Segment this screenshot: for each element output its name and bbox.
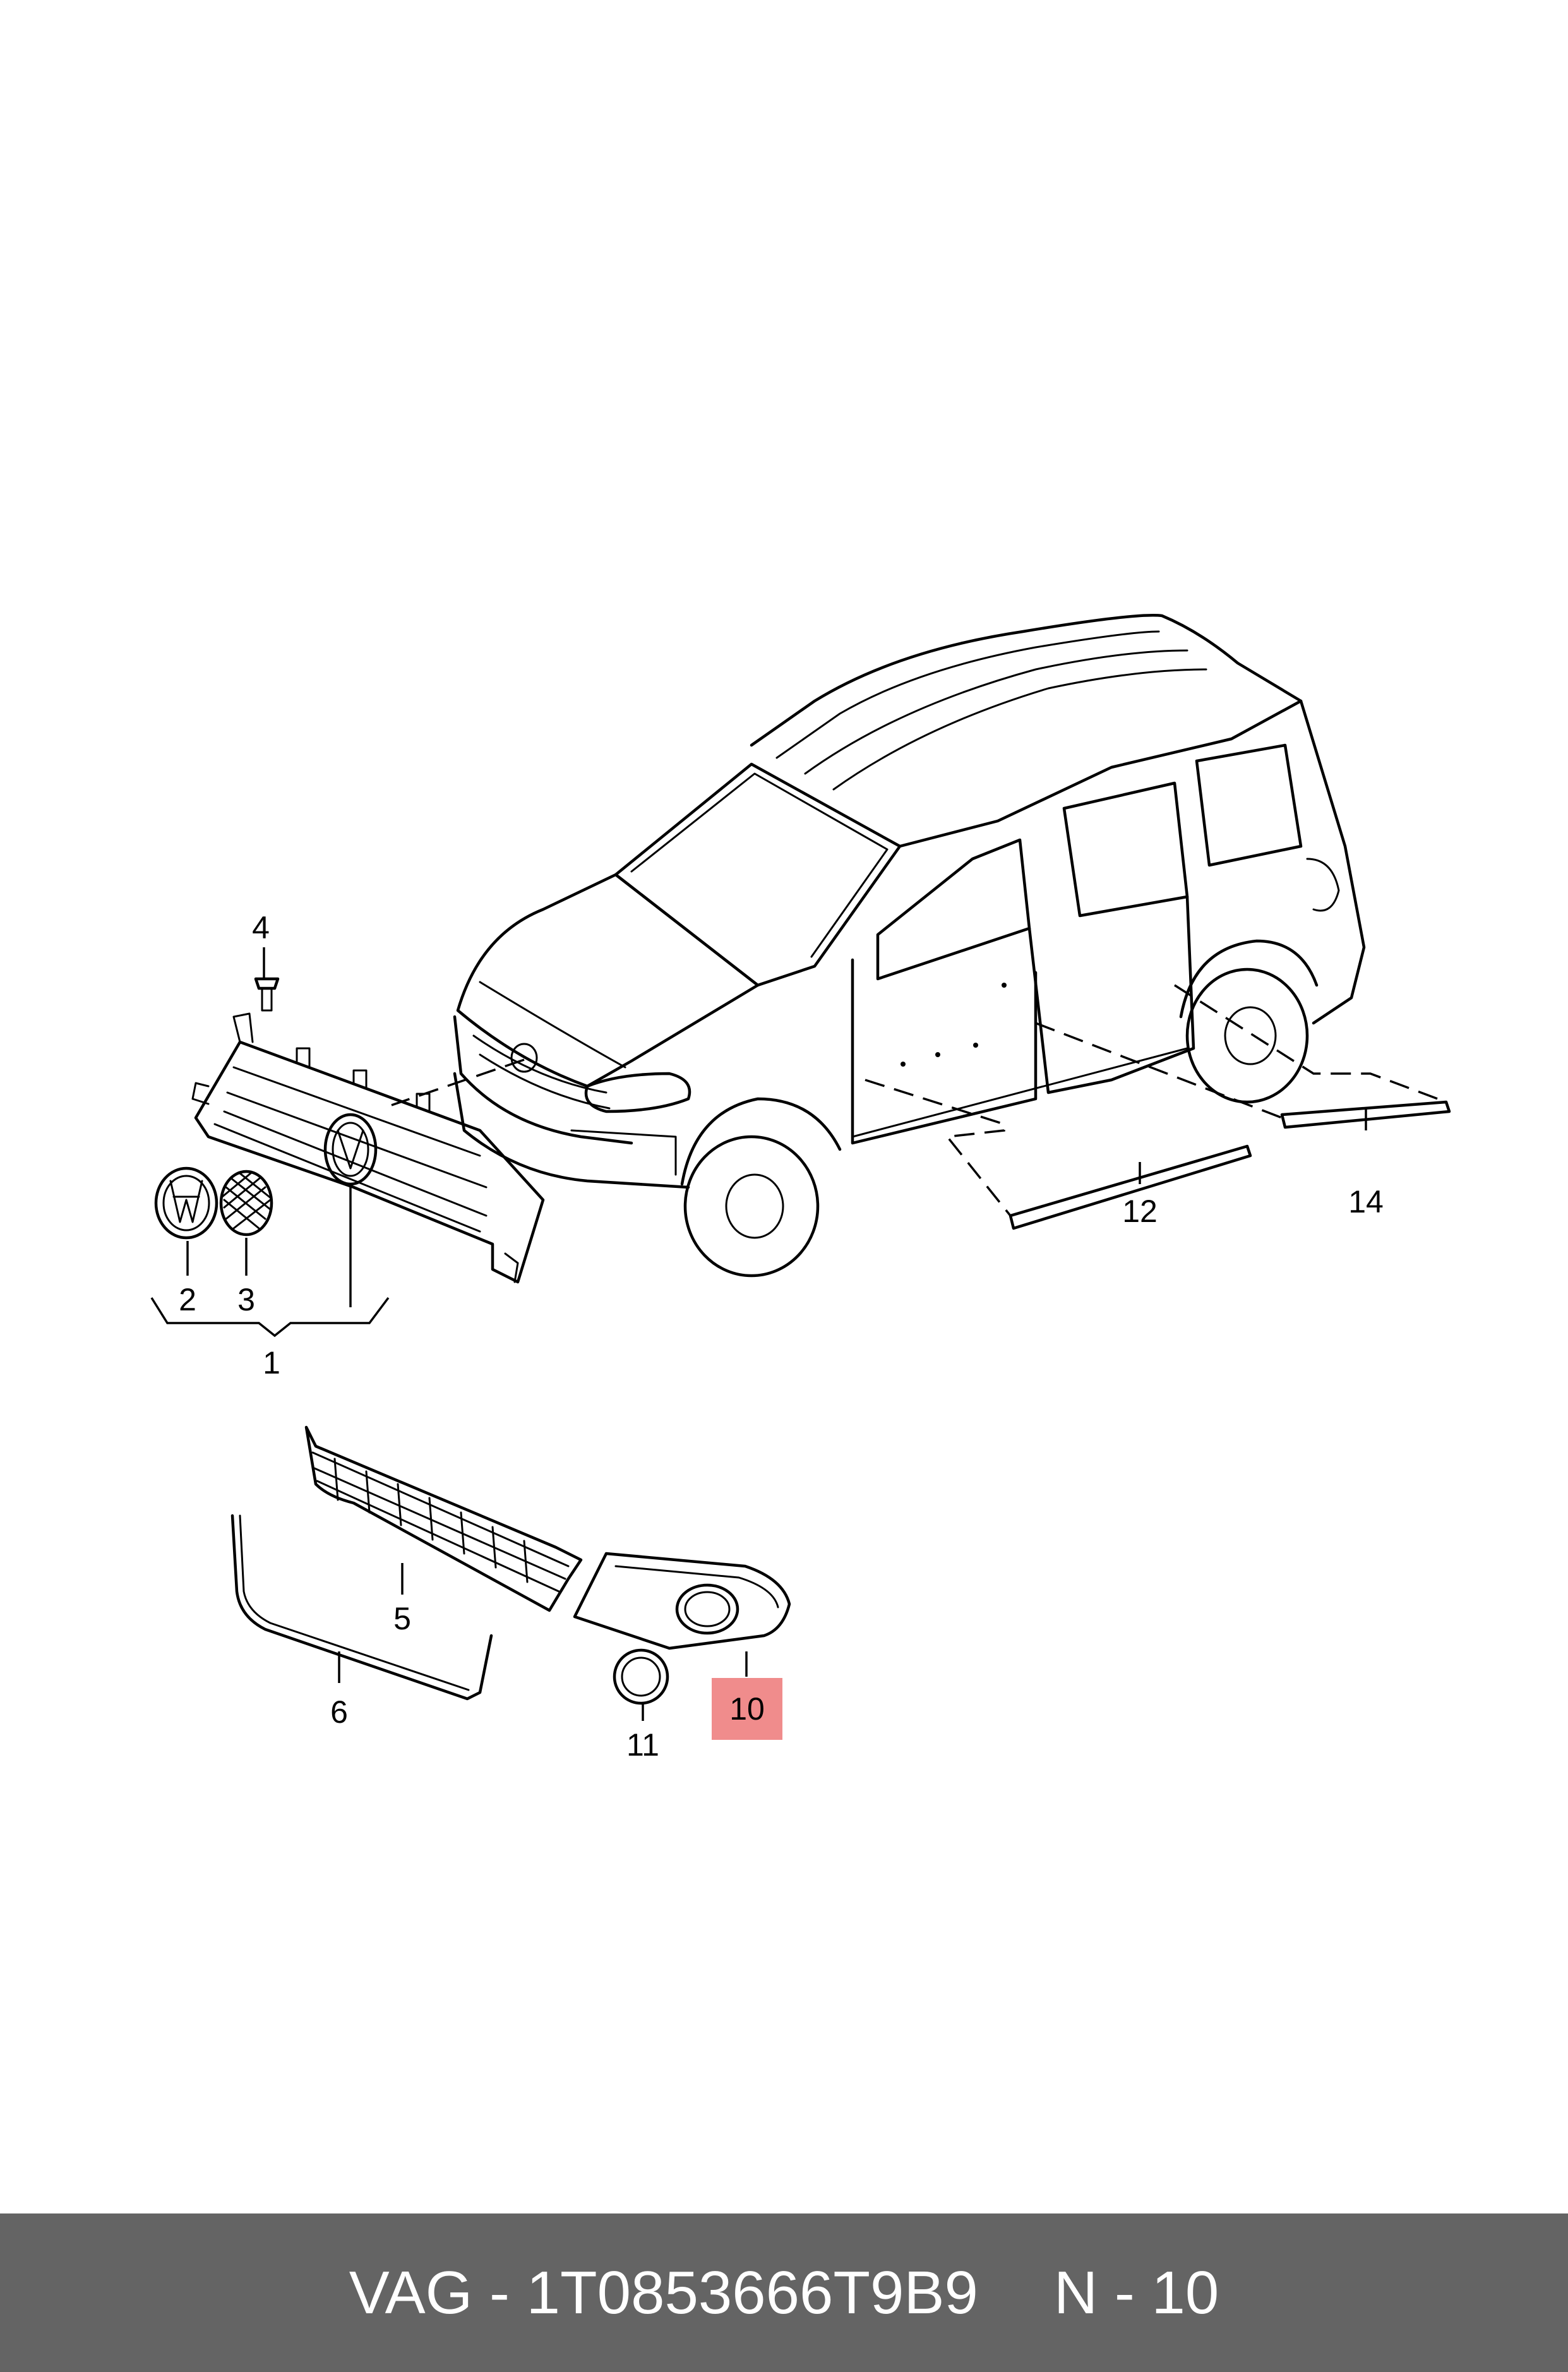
callout-5: 5 xyxy=(393,1601,411,1636)
callout-14: 14 xyxy=(1348,1184,1384,1219)
callout-6: 6 xyxy=(330,1694,348,1730)
diagram-position: N - 10 xyxy=(1053,2258,1219,2327)
emblem-mesh-insert xyxy=(219,1170,273,1237)
callout-4: 4 xyxy=(252,910,270,945)
grille-clip xyxy=(254,977,280,1012)
parts-diagram-svg: 1 2 3 4 5 6 10 11 12 14 xyxy=(150,614,1451,1763)
part-number-footer: VAG - 1T0853666T9B9 N - 10 xyxy=(0,2213,1568,2372)
callout-3: 3 xyxy=(237,1282,255,1317)
callout-10-highlight xyxy=(712,1678,782,1740)
side-molding-12 xyxy=(1008,1144,1252,1230)
callout-2: 2 xyxy=(179,1282,196,1317)
callout-1: 1 xyxy=(263,1345,280,1381)
radiator-grille-assembly xyxy=(191,1012,545,1284)
brand-part-number: VAG - 1T0853666T9B9 xyxy=(349,2258,978,2327)
vw-emblem xyxy=(154,1166,218,1240)
callout-11: 11 xyxy=(626,1727,659,1763)
van-illustration xyxy=(453,614,1366,1278)
lower-bumper-grille xyxy=(304,1425,583,1612)
dashed-leader-lines xyxy=(391,984,1447,1217)
fog-light-trim-ring xyxy=(613,1648,669,1705)
callout-leader-lines xyxy=(150,947,1367,1721)
callout-10: 10 xyxy=(729,1691,765,1727)
parts-diagram: 1 2 3 4 5 6 10 11 12 14 xyxy=(150,614,1451,1763)
bumper-trim-strip xyxy=(230,1514,493,1701)
fog-light-grille xyxy=(573,1552,791,1650)
side-molding-14 xyxy=(1280,1100,1451,1129)
callout-12: 12 xyxy=(1122,1194,1158,1229)
